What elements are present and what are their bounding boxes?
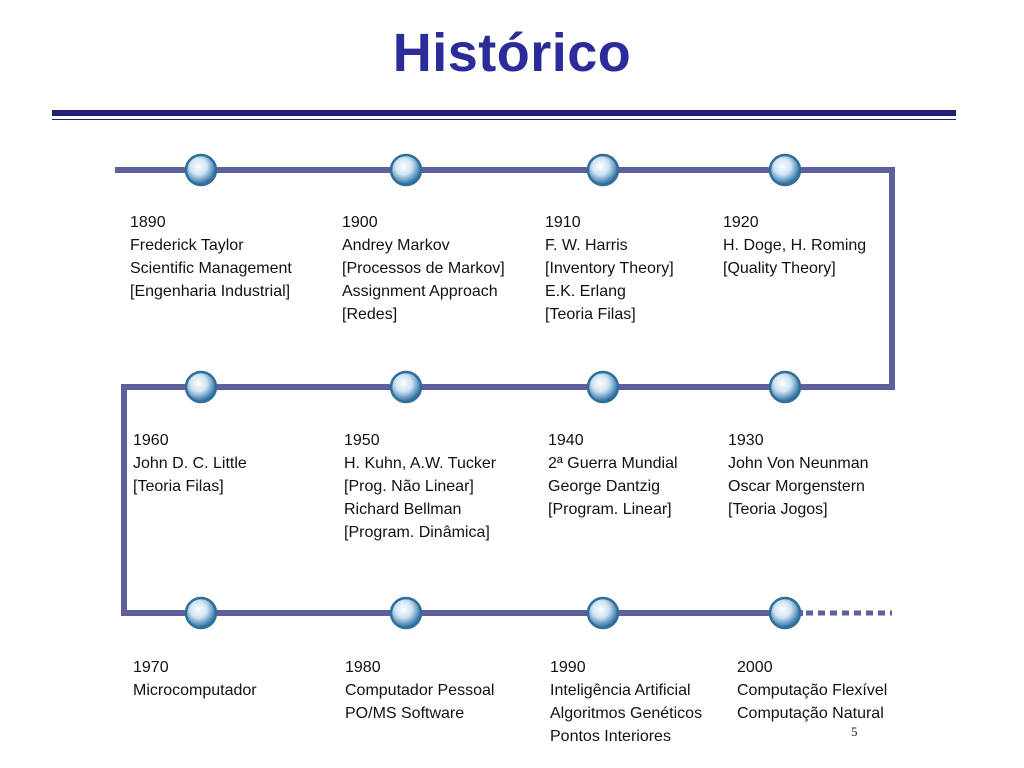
- event-year: 1950: [344, 432, 380, 449]
- event-line: Oscar Morgenstern: [728, 478, 865, 495]
- event-year: 1900: [342, 214, 378, 231]
- event-line: PO/MS Software: [345, 705, 465, 722]
- timeline-node-1930: [768, 370, 802, 404]
- event-line: E.K. Erlang: [545, 283, 626, 300]
- page-number: 5: [851, 724, 858, 739]
- event-line: [Program. Linear]: [548, 501, 672, 518]
- event-line: [Teoria Filas]: [133, 478, 224, 495]
- event-line: John Von Neunman: [728, 455, 869, 472]
- timeline-node-1900: [389, 153, 423, 187]
- event-year: 1920: [723, 214, 759, 231]
- event-line: [Teoria Filas]: [545, 306, 636, 323]
- event-line: H. Kuhn, A.W. Tucker: [344, 455, 497, 472]
- event-line: Computação Natural: [737, 705, 884, 722]
- event-year: 1910: [545, 214, 581, 231]
- event-line: Microcomputador: [133, 682, 257, 699]
- event-year: 1980: [345, 659, 381, 676]
- event-line: John D. C. Little: [133, 455, 247, 472]
- event-1910: 1910 F. W. Harris [Inventory Theory] E.K. E…: [545, 211, 745, 326]
- event-line: Algoritmos Genéticos: [550, 705, 703, 722]
- event-year: 1960: [133, 432, 169, 449]
- event-line: Scientific Management: [130, 260, 292, 277]
- event-line: Computação Flexível: [737, 682, 888, 699]
- event-line: [Inventory Theory]: [545, 260, 674, 277]
- event-line: Pontos Interiores: [550, 728, 671, 745]
- timeline-path: [115, 167, 895, 616]
- event-line: F. W. Harris: [545, 237, 628, 254]
- timeline-node-1990: [586, 596, 620, 630]
- timeline-node-1960: [184, 370, 218, 404]
- event-year: 2000: [737, 659, 773, 676]
- event-1920: 1920 H. Doge, H. Roming [Quality Theory]: [723, 211, 923, 280]
- title-divider-thin: [52, 119, 956, 120]
- timeline-nodes: [184, 153, 802, 630]
- event-year: 1890: [130, 214, 166, 231]
- event-line: [Quality Theory]: [723, 260, 836, 277]
- event-line: Inteligência Artificial: [550, 682, 691, 699]
- event-line: Frederick Taylor: [130, 237, 244, 254]
- timeline-node-2000: [768, 596, 802, 630]
- event-line: [Program. Dinâmica]: [344, 524, 490, 541]
- event-line: [Prog. Não Linear]: [344, 478, 474, 495]
- slide-title: Histórico: [392, 23, 632, 83]
- event-line: Assignment Approach: [342, 283, 498, 300]
- event-line: Computador Pessoal: [345, 682, 495, 699]
- timeline-node-1980: [389, 596, 423, 630]
- event-line: [Teoria Jogos]: [728, 501, 828, 518]
- event-line: George Dantzig: [548, 478, 661, 495]
- event-line: 2ª Guerra Mundial: [548, 455, 678, 472]
- timeline-node-1920: [768, 153, 802, 187]
- event-line: [Processos de Markov]: [342, 260, 505, 277]
- event-year: 1930: [728, 432, 764, 449]
- event-year: 1970: [133, 659, 169, 676]
- event-line: Richard Bellman: [344, 501, 462, 518]
- event-1950: 1950 H. Kuhn, A.W. Tucker [Prog. Não Linea…: [344, 429, 544, 544]
- timeline-node-1940: [586, 370, 620, 404]
- event-line: [Redes]: [342, 306, 398, 323]
- title-divider: [52, 110, 956, 116]
- timeline-node-1970: [184, 596, 218, 630]
- timeline-node-1890: [184, 153, 218, 187]
- timeline-node-1910: [586, 153, 620, 187]
- event-line: [Engenharia Industrial]: [130, 283, 291, 300]
- timeline-node-1950: [389, 370, 423, 404]
- event-line: H. Doge, H. Roming: [723, 237, 867, 254]
- event-year: 1990: [550, 659, 586, 676]
- event-year: 1940: [548, 432, 584, 449]
- event-line: Andrey Markov: [342, 237, 450, 254]
